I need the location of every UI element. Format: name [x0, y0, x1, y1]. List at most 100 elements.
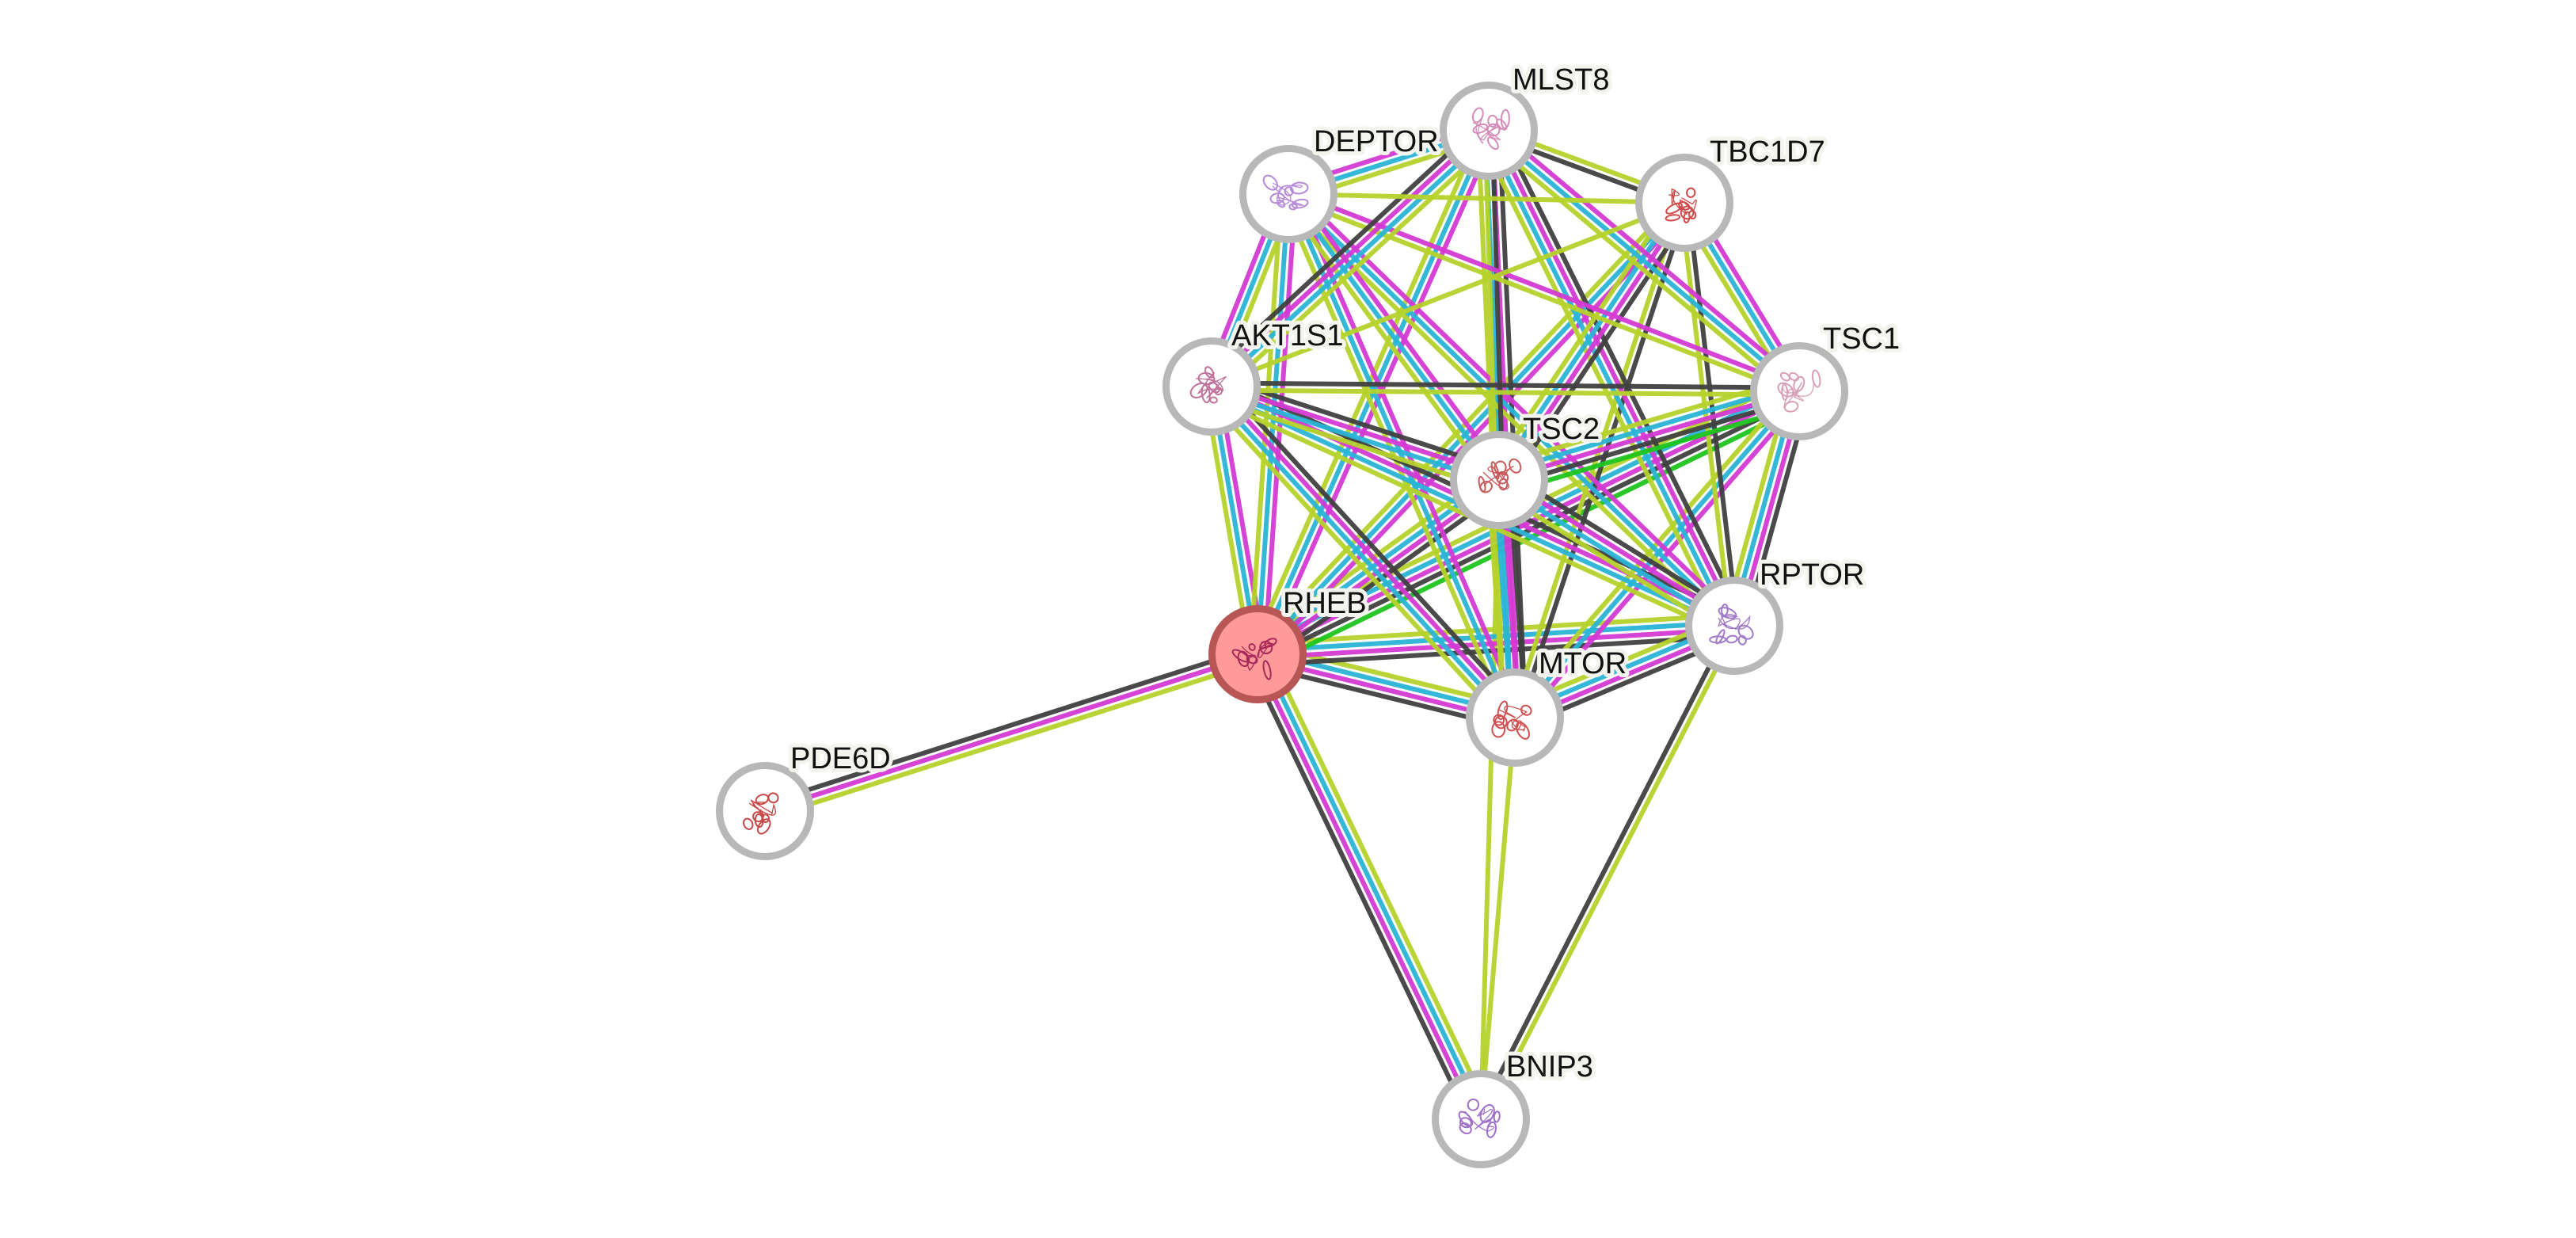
edge-line-textmining [1507, 385, 1796, 715]
edge-line-textmining [766, 658, 1261, 821]
edge-rheb-rptor[interactable] [1257, 612, 1735, 668]
edge-mtor-bnip3[interactable] [1478, 717, 1517, 1120]
edge-line-experiments [1490, 128, 1740, 626]
edge-line-textmining [1280, 196, 1496, 486]
edge-line-textmining [1288, 192, 1685, 205]
edge-line-database [1487, 128, 1801, 394]
node-label: BNIP3 [1506, 1050, 1593, 1084]
edge-tsc2-mlst8[interactable] [1482, 130, 1505, 481]
protein-structure-icon [1665, 187, 1697, 224]
edge-tsc2-tbc1d7[interactable] [1488, 195, 1695, 488]
edge-line-textmining [1201, 392, 1509, 727]
node-circle[interactable] [1450, 431, 1548, 529]
edge-tsc1-mlst8[interactable] [1482, 123, 1805, 399]
node-rheb[interactable]: RHEB [1208, 583, 1371, 703]
edge-line-coexpression [1505, 207, 1695, 488]
edge-line-textmining [1210, 200, 1686, 389]
node-deptor[interactable]: DEPTOR [1239, 121, 1443, 243]
edge-rptor-deptor[interactable] [1281, 187, 1741, 633]
edge-line-experiments [1261, 132, 1497, 658]
edge-line-database [1483, 131, 1733, 629]
node-circle[interactable] [1685, 577, 1783, 675]
node-tsc2[interactable]: TSC2 [1450, 409, 1604, 529]
node-tbc1d7[interactable]: TBC1D7 [1635, 131, 1829, 252]
edge-mtor-akt1s1[interactable] [1201, 377, 1525, 727]
edge-line-textmining [1478, 717, 1517, 1120]
edge-line-database [1212, 131, 1493, 391]
node-rptor[interactable]: RPTOR [1685, 554, 1868, 675]
edge-line-coexpression [1490, 130, 1505, 480]
edge-line-database [1493, 199, 1684, 480]
edge-rptor-bnip3[interactable] [1475, 623, 1740, 1122]
edge-line-neighborhood [1502, 402, 1804, 497]
protein-structure-icon [1189, 366, 1227, 404]
node-akt1s1[interactable]: AKT1S1 [1162, 315, 1348, 436]
edge-line-textmining [1207, 394, 1497, 493]
node-circle[interactable] [716, 762, 814, 860]
edge-line-experiments [1292, 188, 1507, 478]
edge-line-experiments [1212, 380, 1501, 479]
protein-structure-icon [743, 792, 779, 835]
edge-tsc1-akt1s1[interactable] [1211, 380, 1800, 398]
edge-line-coexpression [1475, 623, 1733, 1119]
protein-structure-icon [1231, 638, 1277, 680]
edge-line-coexpression [1246, 657, 1474, 1126]
edge-line-experiments [1258, 627, 1735, 661]
edge-line-coexpression [1262, 486, 1507, 665]
node-label: TSC1 [1823, 322, 1900, 356]
node-bnip3[interactable]: BNIP3 [1432, 1046, 1597, 1168]
edge-line-database [1257, 619, 1734, 653]
protein-structure-icon [1458, 1098, 1501, 1138]
edge-line-textmining [1257, 612, 1734, 646]
edge-line-coexpression [762, 645, 1257, 807]
edge-rptor-mlst8[interactable] [1477, 124, 1746, 632]
edge-line-textmining [1265, 648, 1493, 1116]
edge-line-coexpression [1500, 395, 1802, 489]
edge-line-experiments [1498, 389, 1800, 482]
edge-line-coexpression [1217, 377, 1525, 712]
edge-line-database [1258, 651, 1486, 1119]
edge-line-coexpression [1202, 120, 1483, 381]
edge-rheb-bnip3[interactable] [1246, 648, 1493, 1126]
edge-line-experiments [1252, 654, 1480, 1122]
node-label: AKT1S1 [1231, 319, 1344, 352]
edge-rheb-pde6d[interactable] [762, 645, 1261, 821]
edge-line-textmining [1482, 131, 1498, 481]
node-label: MLST8 [1512, 63, 1609, 97]
node-tsc1[interactable]: TSC1 [1750, 318, 1904, 440]
edge-akt1s1-tbc1d7[interactable] [1210, 200, 1686, 389]
edge-line-database [1286, 192, 1501, 482]
node-label: DEPTOR [1314, 125, 1439, 158]
edge-line-coexpression [1258, 634, 1735, 668]
edge-line-textmining [1482, 626, 1740, 1122]
edge-line-textmining [1482, 134, 1797, 399]
edge-tsc2-deptor[interactable] [1280, 188, 1507, 486]
protein-structure-icon [1491, 700, 1532, 740]
edge-line-experiments [1292, 187, 1741, 623]
node-mlst8[interactable]: MLST8 [1440, 59, 1613, 180]
edge-line-database [1496, 382, 1798, 476]
node-mtor[interactable]: MTOR [1466, 643, 1630, 767]
protein-structure-icon [1478, 458, 1522, 493]
protein-structure-icon [1262, 174, 1309, 211]
node-circle[interactable] [1162, 337, 1261, 436]
edge-deptor-tbc1d7[interactable] [1288, 192, 1685, 205]
node-label: MTOR [1539, 647, 1627, 680]
node-label: RPTOR [1760, 558, 1864, 592]
edge-line-database [1207, 387, 1514, 722]
edge-line-experiments [1491, 123, 1805, 388]
protein-structure-icon [1471, 107, 1510, 150]
edge-line-experiments [1261, 194, 1298, 655]
edge-line-experiments [1207, 126, 1488, 386]
edge-line-database [1286, 192, 1517, 719]
edge-rptor-tbc1d7[interactable] [1678, 202, 1741, 627]
edge-line-database [1286, 192, 1737, 628]
protein-structure-icon [1709, 604, 1754, 646]
node-pde6d[interactable]: PDE6D [716, 738, 895, 860]
edge-mlst8-akt1s1[interactable] [1202, 120, 1498, 397]
edge-line-database [1512, 390, 1802, 719]
edge-line-textmining [1217, 136, 1498, 397]
edge-line-textmining [1488, 195, 1678, 476]
edge-line-experiments [1500, 203, 1690, 484]
